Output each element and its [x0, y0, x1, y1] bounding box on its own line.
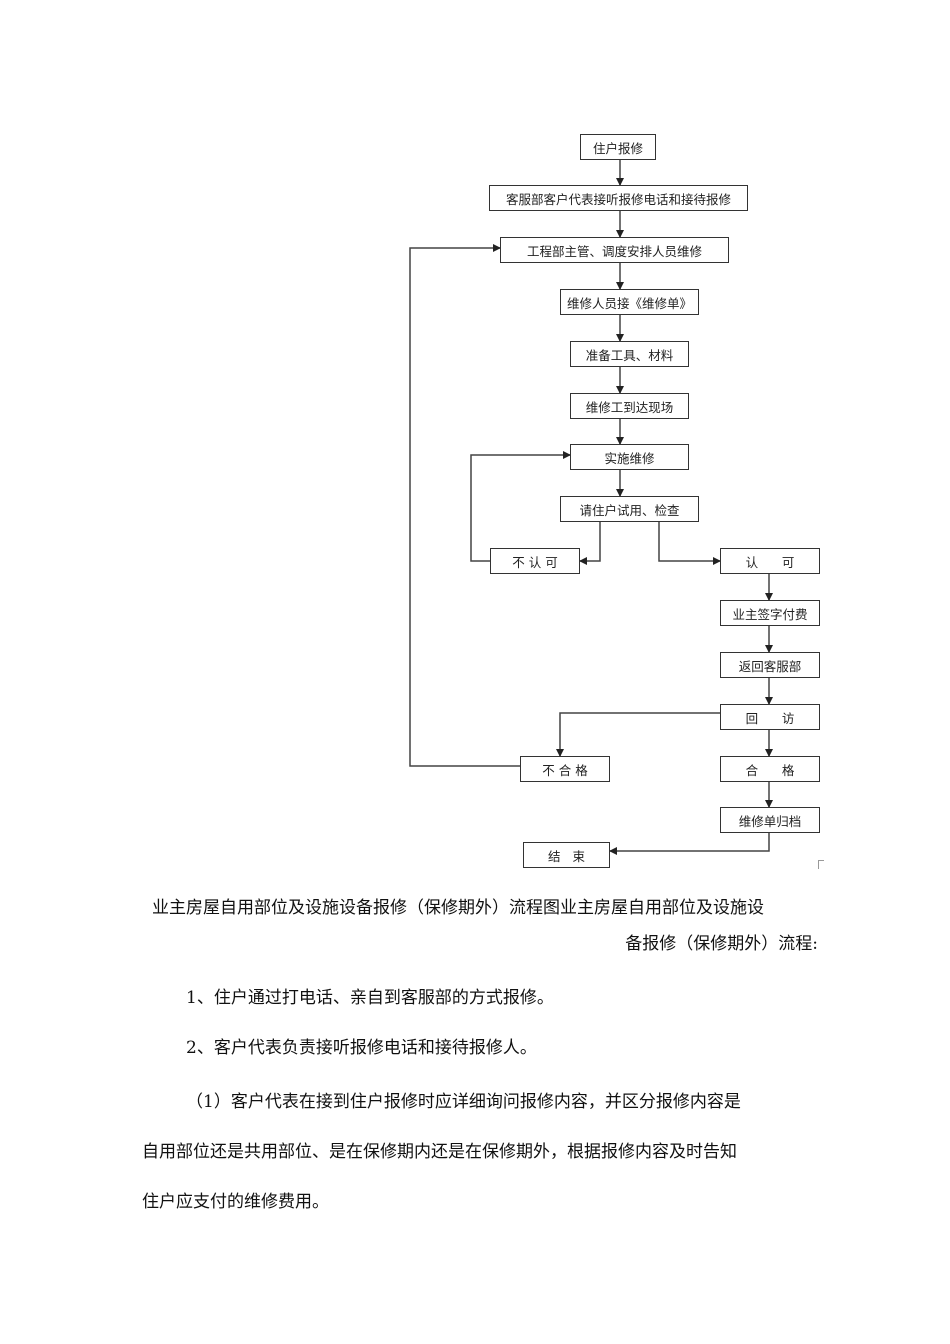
- repair-flowchart: 住户报修 客服部客户代表接听报修电话和接待报修 工程部主管、调度安排人员维修 维…: [409, 134, 824, 869]
- node-qualified: 合 格: [720, 756, 820, 782]
- arrow-not-approved-loop: [470, 451, 571, 562]
- node-archive: 维修单归档: [720, 807, 820, 833]
- paragraph-3-line2: 自用部位还是共用部位、是在保修期内还是在保修期外，根据报修内容及时告知: [142, 1142, 737, 1162]
- figure-caption-line1: 业主房屋自用部位及设施设备报修（保修期外）流程图业主房屋自用部位及设施设: [152, 898, 764, 918]
- flowchart-connectors: [409, 159, 773, 855]
- arrow-archive-to-end: [609, 833, 770, 855]
- arrow-followup-to-unqualified: [556, 712, 720, 757]
- arrow-check-to-approved: [658, 522, 721, 565]
- node-resident-check: 请住户试用、检查: [560, 496, 699, 522]
- node-owner-sign-pay: 业主签字付费: [720, 600, 820, 626]
- paragraph-3-line3: 住户应支付的维修费用。: [142, 1192, 329, 1212]
- image-corner-mark: [818, 860, 824, 869]
- node-prepare-tools: 准备工具、材料: [570, 341, 689, 367]
- node-follow-up: 回 访: [720, 704, 820, 730]
- figure-caption-line2: 备报修（保修期外）流程:: [625, 934, 818, 954]
- node-approved: 认 可: [720, 548, 820, 574]
- node-receive-order: 维修人员接《维修单》: [560, 289, 699, 315]
- arrow-unqualified-loop: [409, 244, 520, 767]
- paragraph-1: 1、住户通过打电话、亲自到客服部的方式报修。: [186, 988, 554, 1008]
- node-return-cs: 返回客服部: [720, 652, 820, 678]
- node-eng-dispatch: 工程部主管、调度安排人员维修: [500, 237, 729, 263]
- arrow-check-to-not-approved: [579, 522, 601, 565]
- paragraph-2: 2、客户代表负责接听报修电话和接待报修人。: [186, 1038, 537, 1058]
- node-resident-report: 住户报修: [580, 134, 656, 160]
- node-arrive-site: 维修工到达现场: [570, 393, 689, 419]
- node-end: 结 束: [523, 842, 610, 868]
- node-unqualified: 不 合 格: [520, 756, 610, 782]
- node-cs-receive: 客服部客户代表接听报修电话和接待报修: [489, 185, 748, 211]
- node-not-approved: 不 认 可: [490, 548, 580, 574]
- node-perform-repair: 实施维修: [570, 444, 689, 470]
- paragraph-3-line1: （1）客户代表在接到住户报修时应详细询问报修内容，并区分报修内容是: [186, 1092, 741, 1112]
